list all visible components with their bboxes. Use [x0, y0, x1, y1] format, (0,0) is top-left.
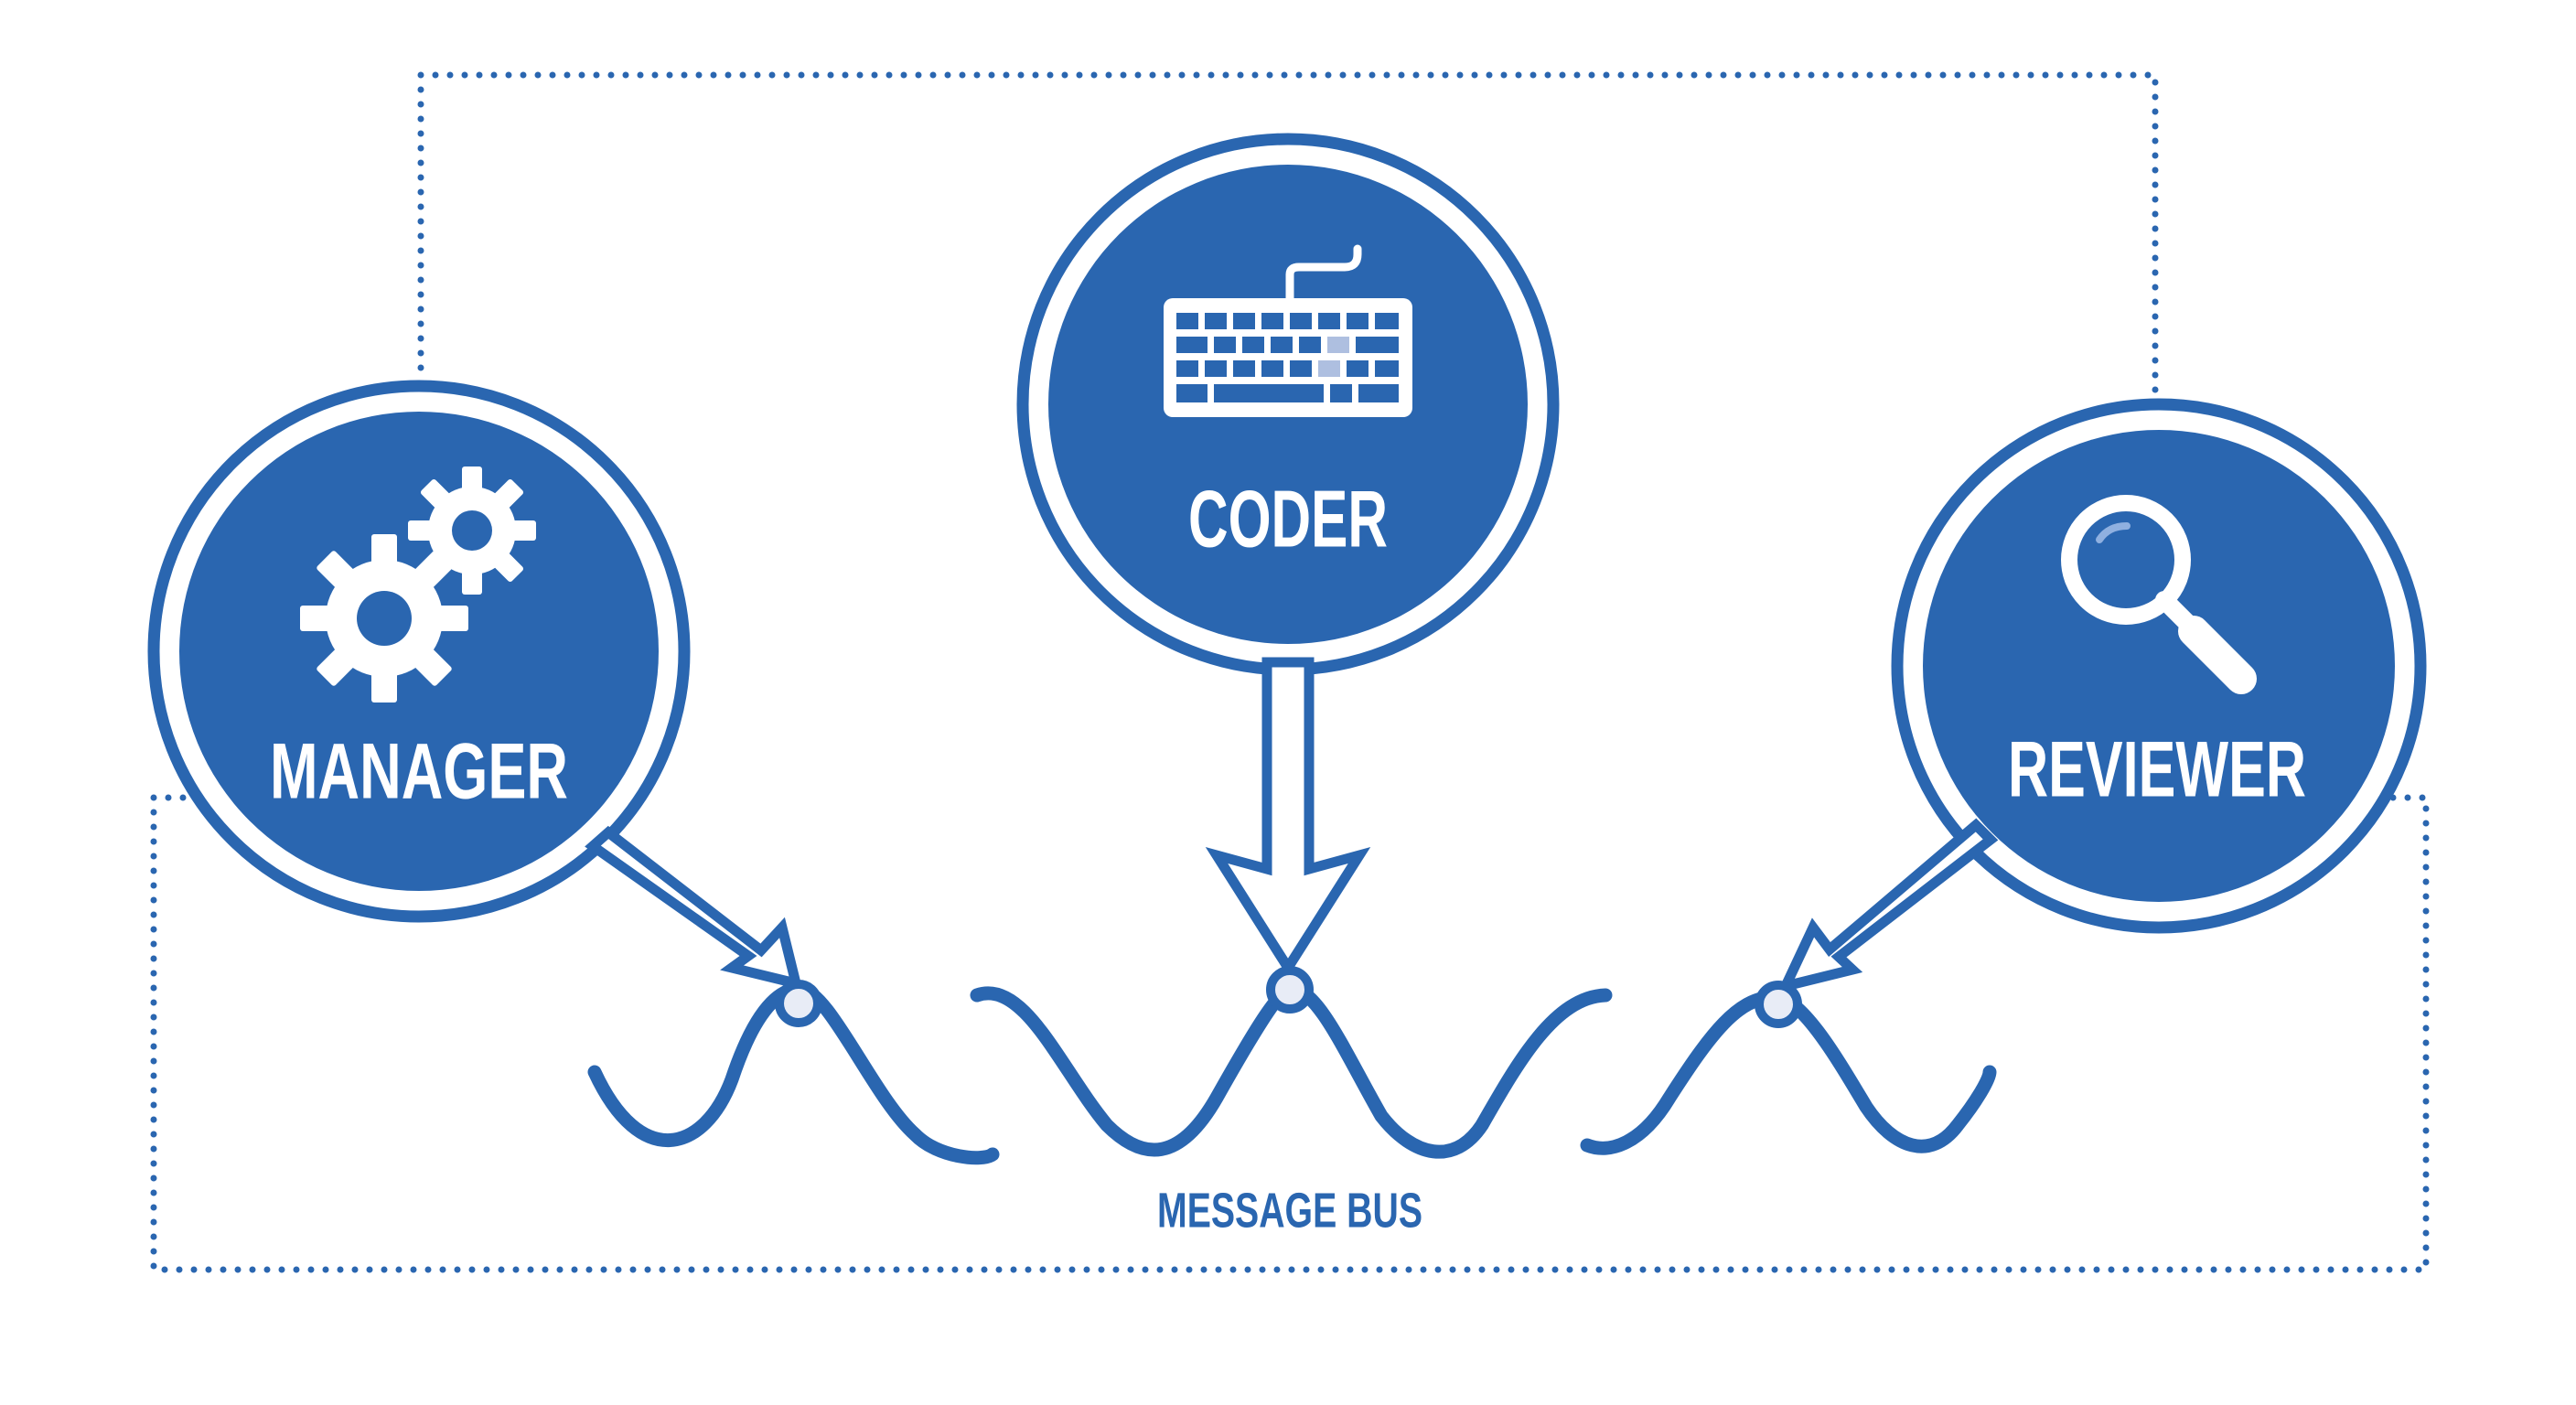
manager-bus-connector-dot — [775, 980, 822, 1027]
manager-node-label: MANAGER — [270, 728, 568, 816]
message-bus-label: MESSAGE BUS — [1157, 1183, 1422, 1238]
bottom-dotted-frame — [150, 794, 2430, 1273]
top-dotted-loop — [417, 71, 2159, 404]
manager-node-outer-ring — [147, 380, 691, 923]
reviewer-node-outer-ring — [1891, 398, 2427, 934]
manager-to-bus-arrow — [585, 825, 803, 991]
magnifier-icon — [2061, 495, 2257, 694]
reviewer-node-label: REVIEWER — [2008, 726, 2306, 814]
manager-node[interactable]: MANAGER — [147, 380, 691, 923]
coder-node[interactable]: CODER — [1016, 133, 1560, 676]
coder-to-bus-arrow — [1205, 657, 1371, 978]
reviewer-node-body — [1923, 430, 2395, 902]
reviewer-to-bus-arrow — [1776, 818, 1999, 994]
gears-icon — [300, 467, 536, 702]
reviewer-node[interactable]: REVIEWER — [1891, 398, 2427, 934]
coder-bus-connector-dot — [1266, 966, 1314, 1014]
bus-wave-segment-middle — [970, 982, 1613, 1159]
coder-node-label: CODER — [1188, 473, 1388, 563]
bus-wave-segment-right — [1580, 990, 1997, 1155]
reviewer-bus-connector-dot — [1755, 981, 1802, 1028]
keyboard-icon — [1164, 244, 1412, 417]
